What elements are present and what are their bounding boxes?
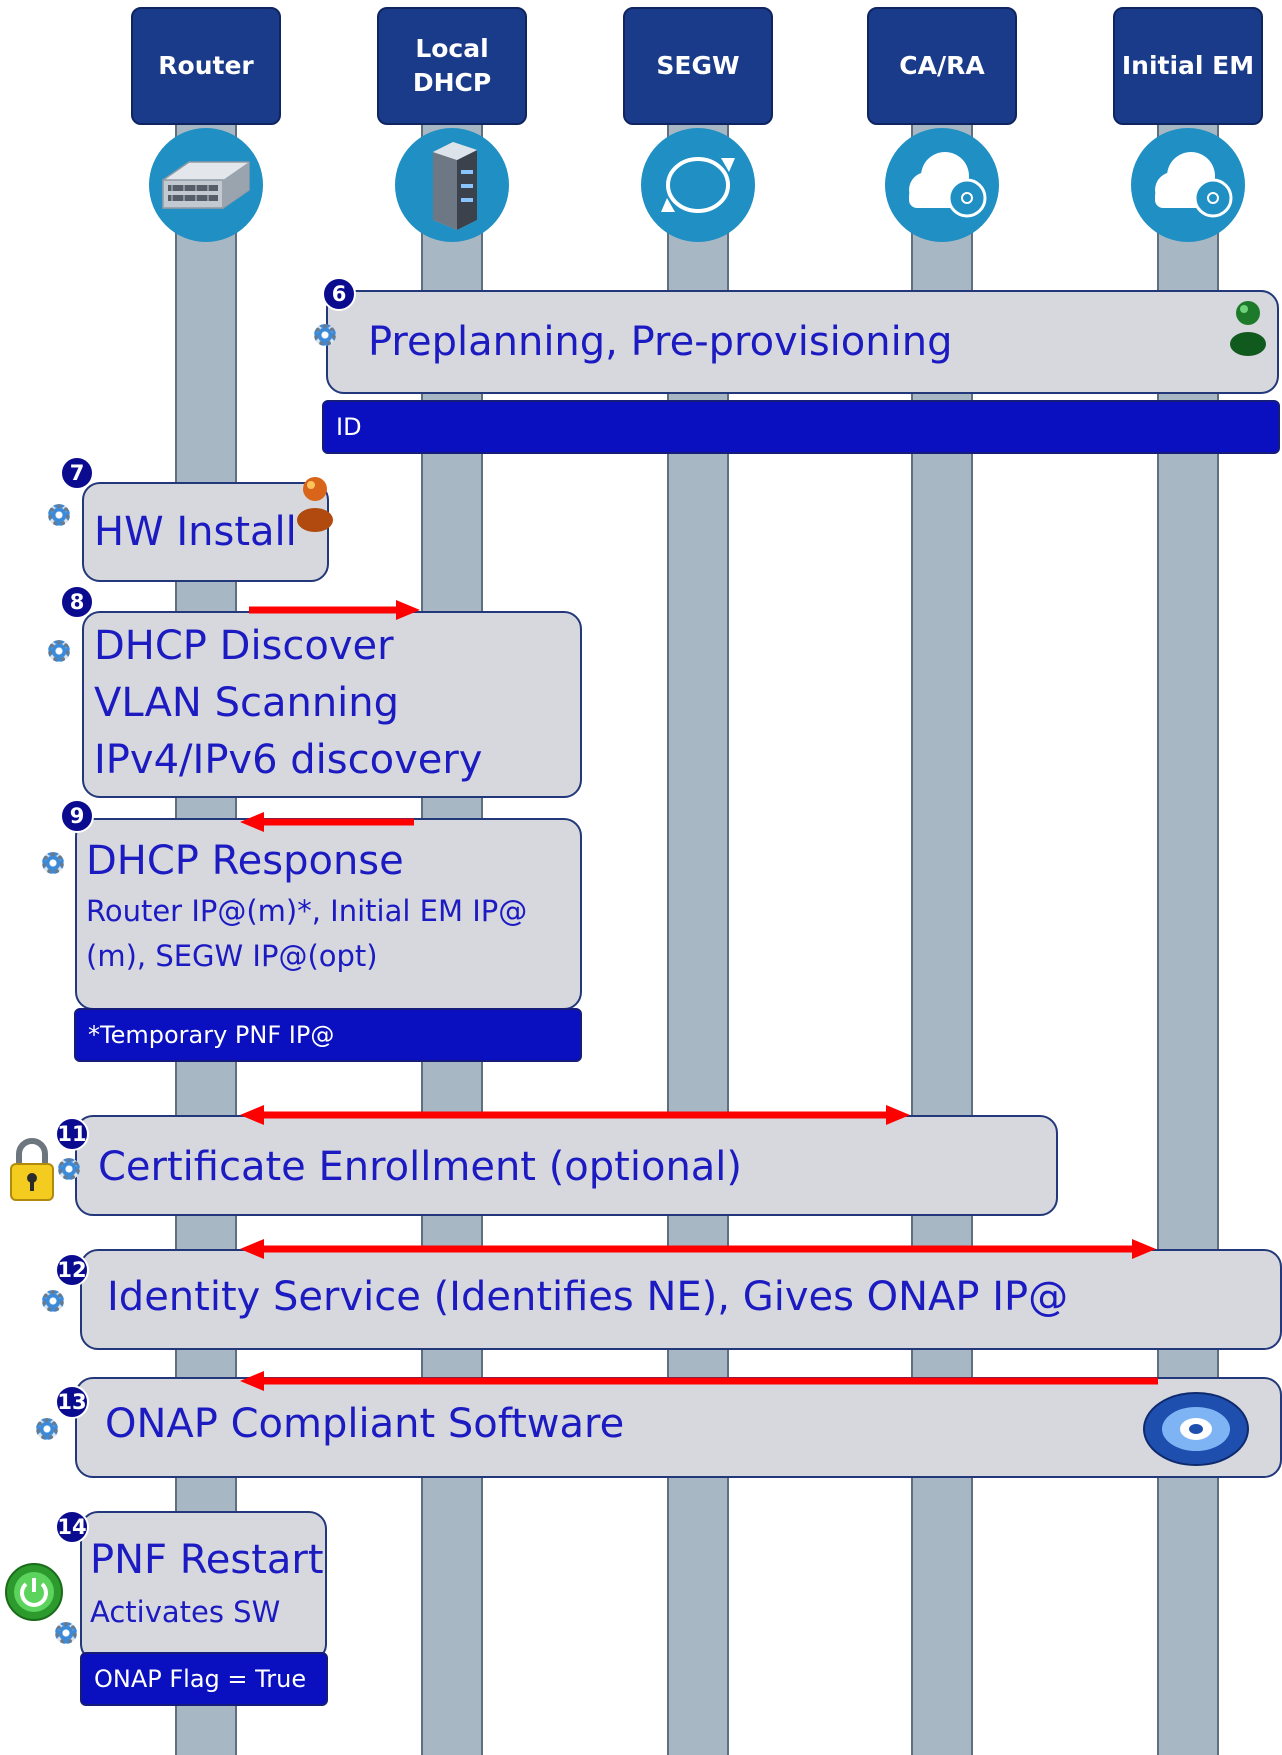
message-arrow-11 [240,1105,910,1125]
green-person-icon [1228,298,1268,356]
cloud-disc-icon [1131,128,1245,242]
step-12-title: Identity Service (Identifies NE), Gives … [107,1274,1069,1320]
step-9-badge: 9 [60,799,94,833]
message-arrow-8 [249,600,420,620]
step-13-badge: 13 [55,1385,89,1419]
step-14-note: ONAP Flag = True [80,1652,328,1706]
step-8-line-1: DHCP Discover [94,623,394,669]
gear-icon [48,504,70,526]
lane-header-local-dhcp: Local DHCP [377,7,527,125]
step-12-badge: 12 [55,1253,89,1287]
step-9-line-1: Router IP@(m)*, Initial EM IP@ [86,894,528,928]
step-14-title: PNF Restart [90,1537,324,1583]
step-9-note: *Temporary PNF IP@ [74,1008,582,1062]
gear-icon [42,852,64,874]
step-14-line-1: Activates SW [90,1595,281,1629]
step-7-title: HW Install [94,509,297,555]
gear-icon [314,324,336,346]
step-8-box [82,611,582,798]
message-arrow-12 [240,1239,1156,1259]
gear-icon [58,1158,80,1180]
step-7-box [82,482,329,582]
disc-icon [1141,1390,1251,1468]
orange-person-icon [294,474,336,532]
message-arrow-13 [240,1371,1158,1391]
step-6-note: ID [322,400,1280,454]
lane-header-segw: SEGW [623,7,773,125]
step-14-badge: 14 [55,1510,89,1544]
step-14-box [80,1511,327,1662]
gear-icon [36,1418,58,1440]
step-8-line-3: IPv4/IPv6 discovery [94,737,483,783]
lane-header-initial-em: Initial EM [1113,7,1263,125]
sync-loop-icon [641,128,755,242]
cloud-disc-icon [885,128,999,242]
step-6-badge: 6 [322,277,356,311]
step-12-box [80,1249,1282,1350]
step-13-box [75,1377,1282,1478]
step-13-title: ONAP Compliant Software [105,1401,625,1447]
gear-icon [55,1622,77,1644]
lane-header-ca-ra: CA/RA [867,7,1017,125]
message-arrow-9 [240,812,414,832]
gear-icon [48,640,70,662]
padlock-icon [8,1136,56,1202]
step-11-title: Certificate Enrollment (optional) [98,1144,743,1190]
step-8-line-2: VLAN Scanning [94,680,400,726]
step-7-badge: 7 [60,456,94,490]
step-6-title: Preplanning, Pre-provisioning [368,319,953,365]
step-11-badge: 11 [55,1117,89,1151]
lane-header-router: Router [131,7,281,125]
step-9-title: DHCP Response [86,838,404,884]
server-icon [395,128,509,242]
step-9-line-2: (m), SEGW IP@(opt) [86,939,378,973]
gear-icon [42,1290,64,1312]
step-8-badge: 8 [60,585,94,619]
power-button-icon [4,1562,64,1622]
router-hardware-icon [149,128,263,242]
